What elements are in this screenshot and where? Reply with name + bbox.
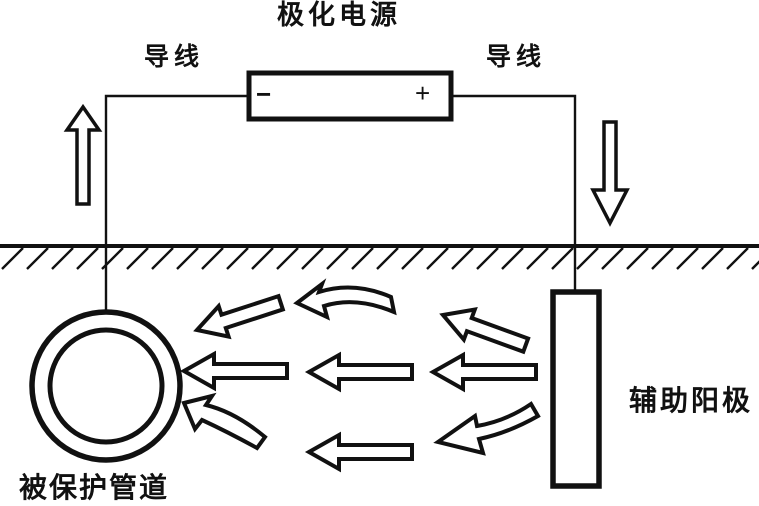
current-arrow-curved-bottom-left (181, 392, 268, 451)
plus-terminal-label: + (415, 78, 431, 108)
current-arrow-curved-top (293, 278, 397, 321)
anode-label: 辅助阳极 (629, 385, 754, 416)
minus-terminal-label: − (256, 79, 272, 109)
current-arrow-straight-middle (307, 353, 414, 391)
protected-pipe (29, 309, 183, 463)
wire-label-right: 导线 (486, 43, 547, 71)
power-source-box (246, 70, 454, 122)
right-wire (451, 94, 577, 293)
current-arrow-curved-bottom-right (433, 401, 541, 456)
current-arrow-straight-right (431, 353, 538, 391)
pipe-label: 被保护管道 (19, 472, 170, 503)
current-arrow-straight-bottom (307, 433, 414, 471)
pipe-inner-circle (47, 327, 165, 445)
wire-label-left: 导线 (144, 43, 205, 71)
current-arrow-diagonal-right (435, 297, 534, 363)
current-arrow-straight-left (182, 352, 289, 390)
current-arrow-diagonal-left (190, 285, 288, 348)
anode-bar (550, 289, 602, 489)
current-down-arrow (590, 120, 630, 227)
ground-hatching (1, 247, 759, 270)
power-source-label: 极化电源 (277, 0, 401, 30)
left-wire (104, 94, 249, 313)
current-up-arrow (63, 103, 103, 206)
current-flow-arrows (181, 278, 541, 471)
